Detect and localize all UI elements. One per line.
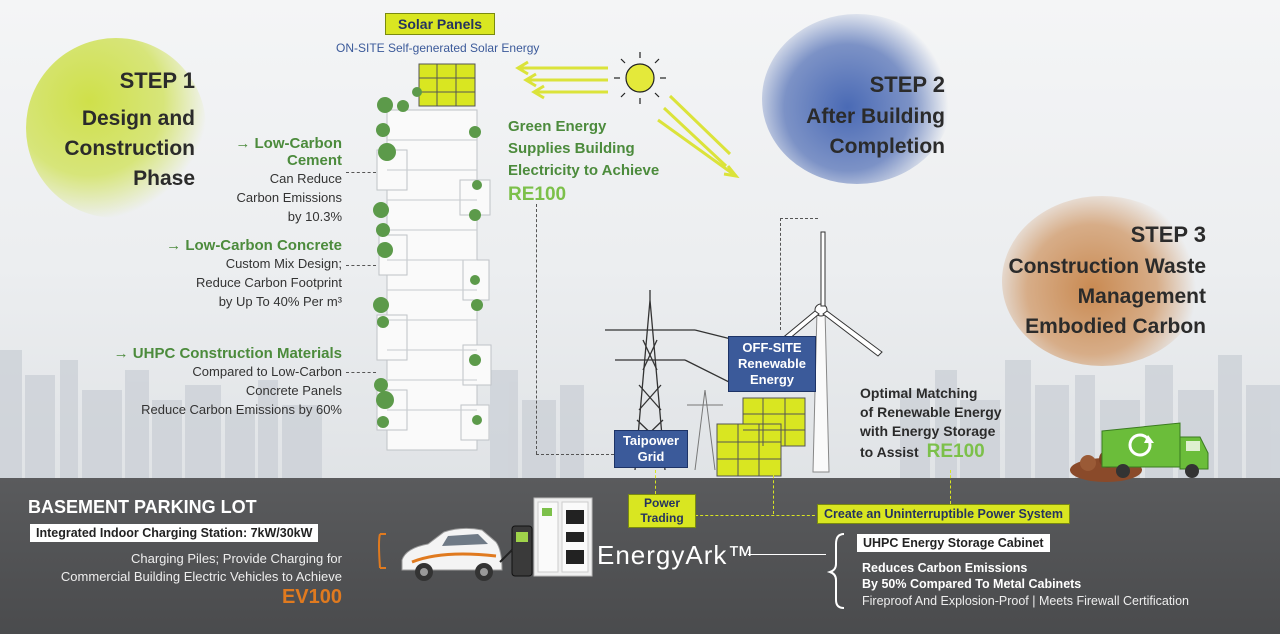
step3-line: Embodied Carbon xyxy=(1025,315,1206,338)
step3-line: Construction Waste xyxy=(1008,255,1206,278)
callout-leader xyxy=(346,372,376,373)
green-energy-text: Green Energy Supplies Building Electrici… xyxy=(508,116,659,206)
taipower-line: Grid xyxy=(637,449,665,464)
material-title: → Low-Carbon Concrete xyxy=(166,237,342,254)
sun-icon xyxy=(614,52,666,104)
brace-icon xyxy=(826,533,845,609)
rooftop-solar-panel xyxy=(418,63,476,107)
sun-and-energy-arrows xyxy=(515,52,740,179)
material-title: → Low-Carbon xyxy=(235,135,342,152)
ups-label: Create an Uninterruptible Power System xyxy=(817,504,1070,524)
energyark-cabinet-icon xyxy=(533,497,593,577)
recycling-truck xyxy=(1070,422,1209,482)
step1-line: Phase xyxy=(133,167,195,190)
step1-line: Design and xyxy=(81,107,195,130)
solar-subtitle: ON-SITE Self-generated Solar Energy xyxy=(336,41,540,55)
step2-line: Completion xyxy=(829,135,946,158)
cabinet-bold-line: Reduces Carbon Emissions xyxy=(862,561,1028,575)
power-trading-label: Power Trading xyxy=(628,494,696,528)
connector-line xyxy=(748,554,826,555)
step2-line: After Building xyxy=(806,105,945,128)
charging-station-label: Integrated Indoor Charging Station: 7kW/… xyxy=(30,524,319,542)
material-line: Reduce Carbon Emissions by 60% xyxy=(141,402,342,417)
arrow-left-icon xyxy=(515,60,608,100)
arrow-down-right-icon xyxy=(657,94,740,179)
material-line: Compared to Low-Carbon xyxy=(192,364,342,379)
offsite-line: Energy xyxy=(749,372,795,387)
small-tower-icon xyxy=(687,389,723,471)
charging-pile-icon xyxy=(499,525,533,577)
material-callout-concrete: → Low-Carbon Concrete Custom Mix Design;… xyxy=(150,237,342,311)
step3-heading: STEP 3 xyxy=(1130,222,1206,247)
connector-line xyxy=(780,218,818,219)
cabinet-label: UHPC Energy Storage Cabinet xyxy=(857,534,1050,552)
bracket-icon xyxy=(378,533,386,569)
connector-line xyxy=(536,204,537,454)
material-line: Concrete Panels xyxy=(245,383,342,398)
electric-car-icon xyxy=(401,527,503,581)
green-energy-line: Green Energy xyxy=(508,118,607,135)
step3-blob xyxy=(1002,196,1202,366)
material-callout-uhpc: → UHPC Construction Materials Compared t… xyxy=(80,345,342,419)
material-title: Cement xyxy=(286,152,342,169)
re100-badge: RE100 xyxy=(926,441,985,462)
step1-label: STEP 1 Design and Construction Phase xyxy=(40,66,195,194)
offsite-renewable-box: OFF-SITE Renewable Energy xyxy=(728,336,816,392)
step3-label: STEP 3 Construction Waste Management Emb… xyxy=(990,220,1206,342)
offsite-solar-panel-icon xyxy=(716,397,806,477)
basement-title: BASEMENT PARKING LOT xyxy=(28,497,257,517)
connector-line xyxy=(950,470,951,504)
step2-label: STEP 2 After Building Completion xyxy=(760,70,945,162)
energyark-brand: EnergyArk™ xyxy=(597,540,755,570)
green-building xyxy=(373,63,492,451)
taipower-line: Taipower xyxy=(622,433,680,448)
material-title: → UHPC Construction Materials xyxy=(113,345,342,362)
taipower-grid-box: Taipower Grid xyxy=(614,430,688,468)
matching-line: of Renewable Energy xyxy=(860,404,1002,420)
step2-blob xyxy=(762,14,952,184)
green-energy-line: Supplies Building xyxy=(508,140,635,157)
basement-text: Charging Piles; Provide Charging for Com… xyxy=(20,550,342,609)
offsite-line: Renewable xyxy=(738,356,806,371)
connector-line xyxy=(655,470,656,494)
step2-heading: STEP 2 xyxy=(869,72,945,97)
recycle-icon xyxy=(1128,433,1154,457)
callout-leader xyxy=(346,265,376,266)
cabinet-bold-line: By 50% Compared To Metal Cabinets xyxy=(862,577,1082,591)
material-callout-cement: → Low-Carbon Cement Can Reduce Carbon Em… xyxy=(180,135,342,226)
material-line: Reduce Carbon Footprint xyxy=(196,275,342,290)
connector-line xyxy=(536,454,614,455)
material-line: by Up To 40% Per m³ xyxy=(218,294,342,309)
material-line: Can Reduce xyxy=(269,171,342,186)
solar-panels-label: Solar Panels xyxy=(385,13,496,35)
ev-charging-scene xyxy=(378,525,533,581)
connector-line xyxy=(773,470,774,514)
matching-line: to Assist xyxy=(860,444,919,460)
step3-line: Management xyxy=(1077,285,1206,308)
step1-heading: STEP 1 xyxy=(119,68,195,93)
callout-leader xyxy=(346,172,376,173)
matching-line: with Energy Storage xyxy=(860,423,996,439)
cabinet-detail-line: Fireproof And Explosion-Proof | Meets Fi… xyxy=(862,594,1189,608)
green-energy-line: Electricity to Achieve xyxy=(508,162,660,179)
material-line: by 10.3% xyxy=(287,209,342,224)
matching-text: Optimal Matching of Renewable Energy wit… xyxy=(860,384,1002,463)
basement-line: Commercial Building Electric Vehicles to… xyxy=(60,569,342,584)
step1-line: Construction xyxy=(64,137,195,160)
material-line: Carbon Emissions xyxy=(236,190,343,205)
connector-line xyxy=(780,218,781,330)
offsite-line: OFF-SITE xyxy=(742,340,802,355)
connector-line xyxy=(690,515,820,516)
re100-badge: RE100 xyxy=(508,184,567,205)
power-trading-line: Power xyxy=(643,496,680,510)
material-line: Custom Mix Design; xyxy=(225,256,342,271)
power-trading-line: Trading xyxy=(640,511,684,525)
ev100-badge: EV100 xyxy=(281,586,342,608)
cabinet-details: Reduces Carbon Emissions By 50% Compared… xyxy=(862,560,1189,610)
renewable-energy-infrastructure xyxy=(605,231,883,477)
matching-line: Optimal Matching xyxy=(860,385,978,401)
step1-blob xyxy=(26,38,206,218)
basement-line: Charging Piles; Provide Charging for xyxy=(131,551,342,566)
